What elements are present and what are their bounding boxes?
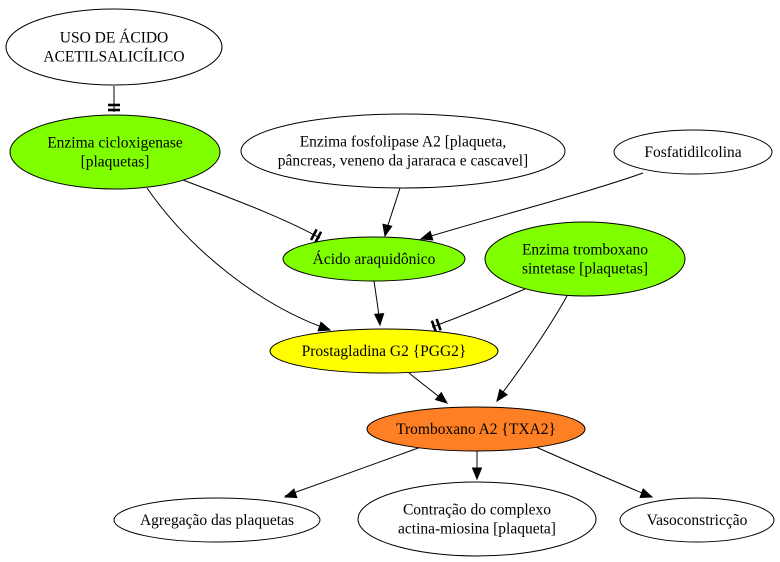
edge-line xyxy=(535,446,653,498)
edge-fosfatidil-to-araquidonico xyxy=(419,172,644,241)
node-ellipse xyxy=(113,497,321,543)
edge-line xyxy=(146,187,331,331)
node-label-line: Ácido araquidônico xyxy=(313,251,436,268)
node-label-line: Enzima cicloxigenase xyxy=(47,135,183,152)
arrowhead xyxy=(373,313,385,327)
node-contracao: Contração do complexo actina-miosina [pla… xyxy=(357,481,597,557)
node-cox: Enzima cicloxigenase [plaquetas] xyxy=(9,114,221,190)
node-txa2: Tromboxano A2 {TXA2} xyxy=(366,406,586,452)
node-ellipse xyxy=(357,481,597,557)
edge-line xyxy=(431,287,528,328)
node-label-line: Enzima tromboxano xyxy=(522,242,648,259)
edge-txa2-to-vasoconstricao xyxy=(535,446,654,498)
arrowhead xyxy=(434,391,449,404)
node-label-line: [plaquetas] xyxy=(81,154,150,171)
node-ellipse xyxy=(5,8,223,86)
node-ellipse xyxy=(366,406,586,452)
arrowhead xyxy=(471,467,483,481)
node-label-line: Tromboxano A2 {TXA2} xyxy=(396,421,556,438)
node-ellipse xyxy=(619,497,775,543)
arrowhead xyxy=(419,230,434,241)
edge-line xyxy=(182,179,321,239)
node-tromboxano-sintetase: Enzima tromboxano sintetase [plaquetas] xyxy=(484,221,686,297)
node-ellipse xyxy=(240,113,566,189)
arrowhead xyxy=(496,388,509,403)
arrowhead xyxy=(639,488,654,498)
node-vasoconstricao: Vasoconstricção xyxy=(619,497,775,543)
edge-line xyxy=(284,446,422,497)
node-ellipse xyxy=(9,114,221,190)
node-label-line: Vasoconstricção xyxy=(647,512,748,529)
edge-tromboxano_sintetase-to-pgg2 xyxy=(430,287,528,333)
node-label-line: Contração do complexo xyxy=(403,502,551,519)
edges-layer xyxy=(108,86,654,499)
node-label-line: Enzima fosfolipase A2 [plaqueta, xyxy=(300,134,507,151)
node-label-line: ACETILSALICÍLICO xyxy=(43,49,184,66)
node-ellipse xyxy=(282,236,466,282)
node-label-line: actina-miosina [plaqueta] xyxy=(398,521,556,538)
node-fosfatidil: Fosfatidilcolina xyxy=(613,129,773,175)
node-label-line: USO DE ÁCIDO xyxy=(60,30,169,47)
node-label-line: sintetase [plaquetas] xyxy=(522,261,648,278)
arrowhead xyxy=(283,488,298,499)
tee-bar xyxy=(314,231,323,243)
tee-bar xyxy=(430,320,438,333)
nodes-layer: USO DE ÁCIDO ACETILSALICÍLICO Enzima ciclo… xyxy=(5,8,775,557)
node-aspirin: USO DE ÁCIDO ACETILSALICÍLICO xyxy=(5,8,223,86)
edge-cox-to-pgg2 xyxy=(146,187,332,332)
edge-cox-to-araquidonico xyxy=(182,179,323,243)
tee-bar xyxy=(435,318,442,331)
node-label-line: Fosfatidilcolina xyxy=(644,144,741,161)
node-ellipse xyxy=(269,328,499,374)
edge-txa2-to-agregacao xyxy=(283,446,422,499)
edge-txa2-to-contracao xyxy=(471,451,483,481)
edge-pla2-to-araquidonico xyxy=(382,187,401,238)
node-ellipse xyxy=(613,129,773,175)
edge-pgg2-to-txa2 xyxy=(408,372,449,404)
edge-line xyxy=(420,172,644,240)
edge-tromboxano_sintetase-to-txa2 xyxy=(496,295,568,403)
node-label-line: Prostagladina G2 {PGG2} xyxy=(302,343,467,360)
node-pgg2: Prostagladina G2 {PGG2} xyxy=(269,328,499,374)
tee-bar xyxy=(309,228,318,241)
edge-araquidonico-to-pgg2 xyxy=(373,280,385,327)
node-label-line: Agregação das plaquetas xyxy=(140,512,294,529)
edge-aspirin-to-cox xyxy=(108,86,120,112)
arrowhead xyxy=(317,321,332,332)
edge-line xyxy=(496,295,568,401)
node-label-line: pâncreas, veneno da jararaca e cascavel] xyxy=(278,153,528,170)
arrowhead xyxy=(382,223,393,238)
node-ellipse xyxy=(484,221,686,297)
node-araquidonico: Ácido araquidônico xyxy=(282,236,466,282)
node-agregacao: Agregação das plaquetas xyxy=(113,497,321,543)
node-pla2: Enzima fosfolipase A2 [plaqueta, pâncreas… xyxy=(240,113,566,189)
